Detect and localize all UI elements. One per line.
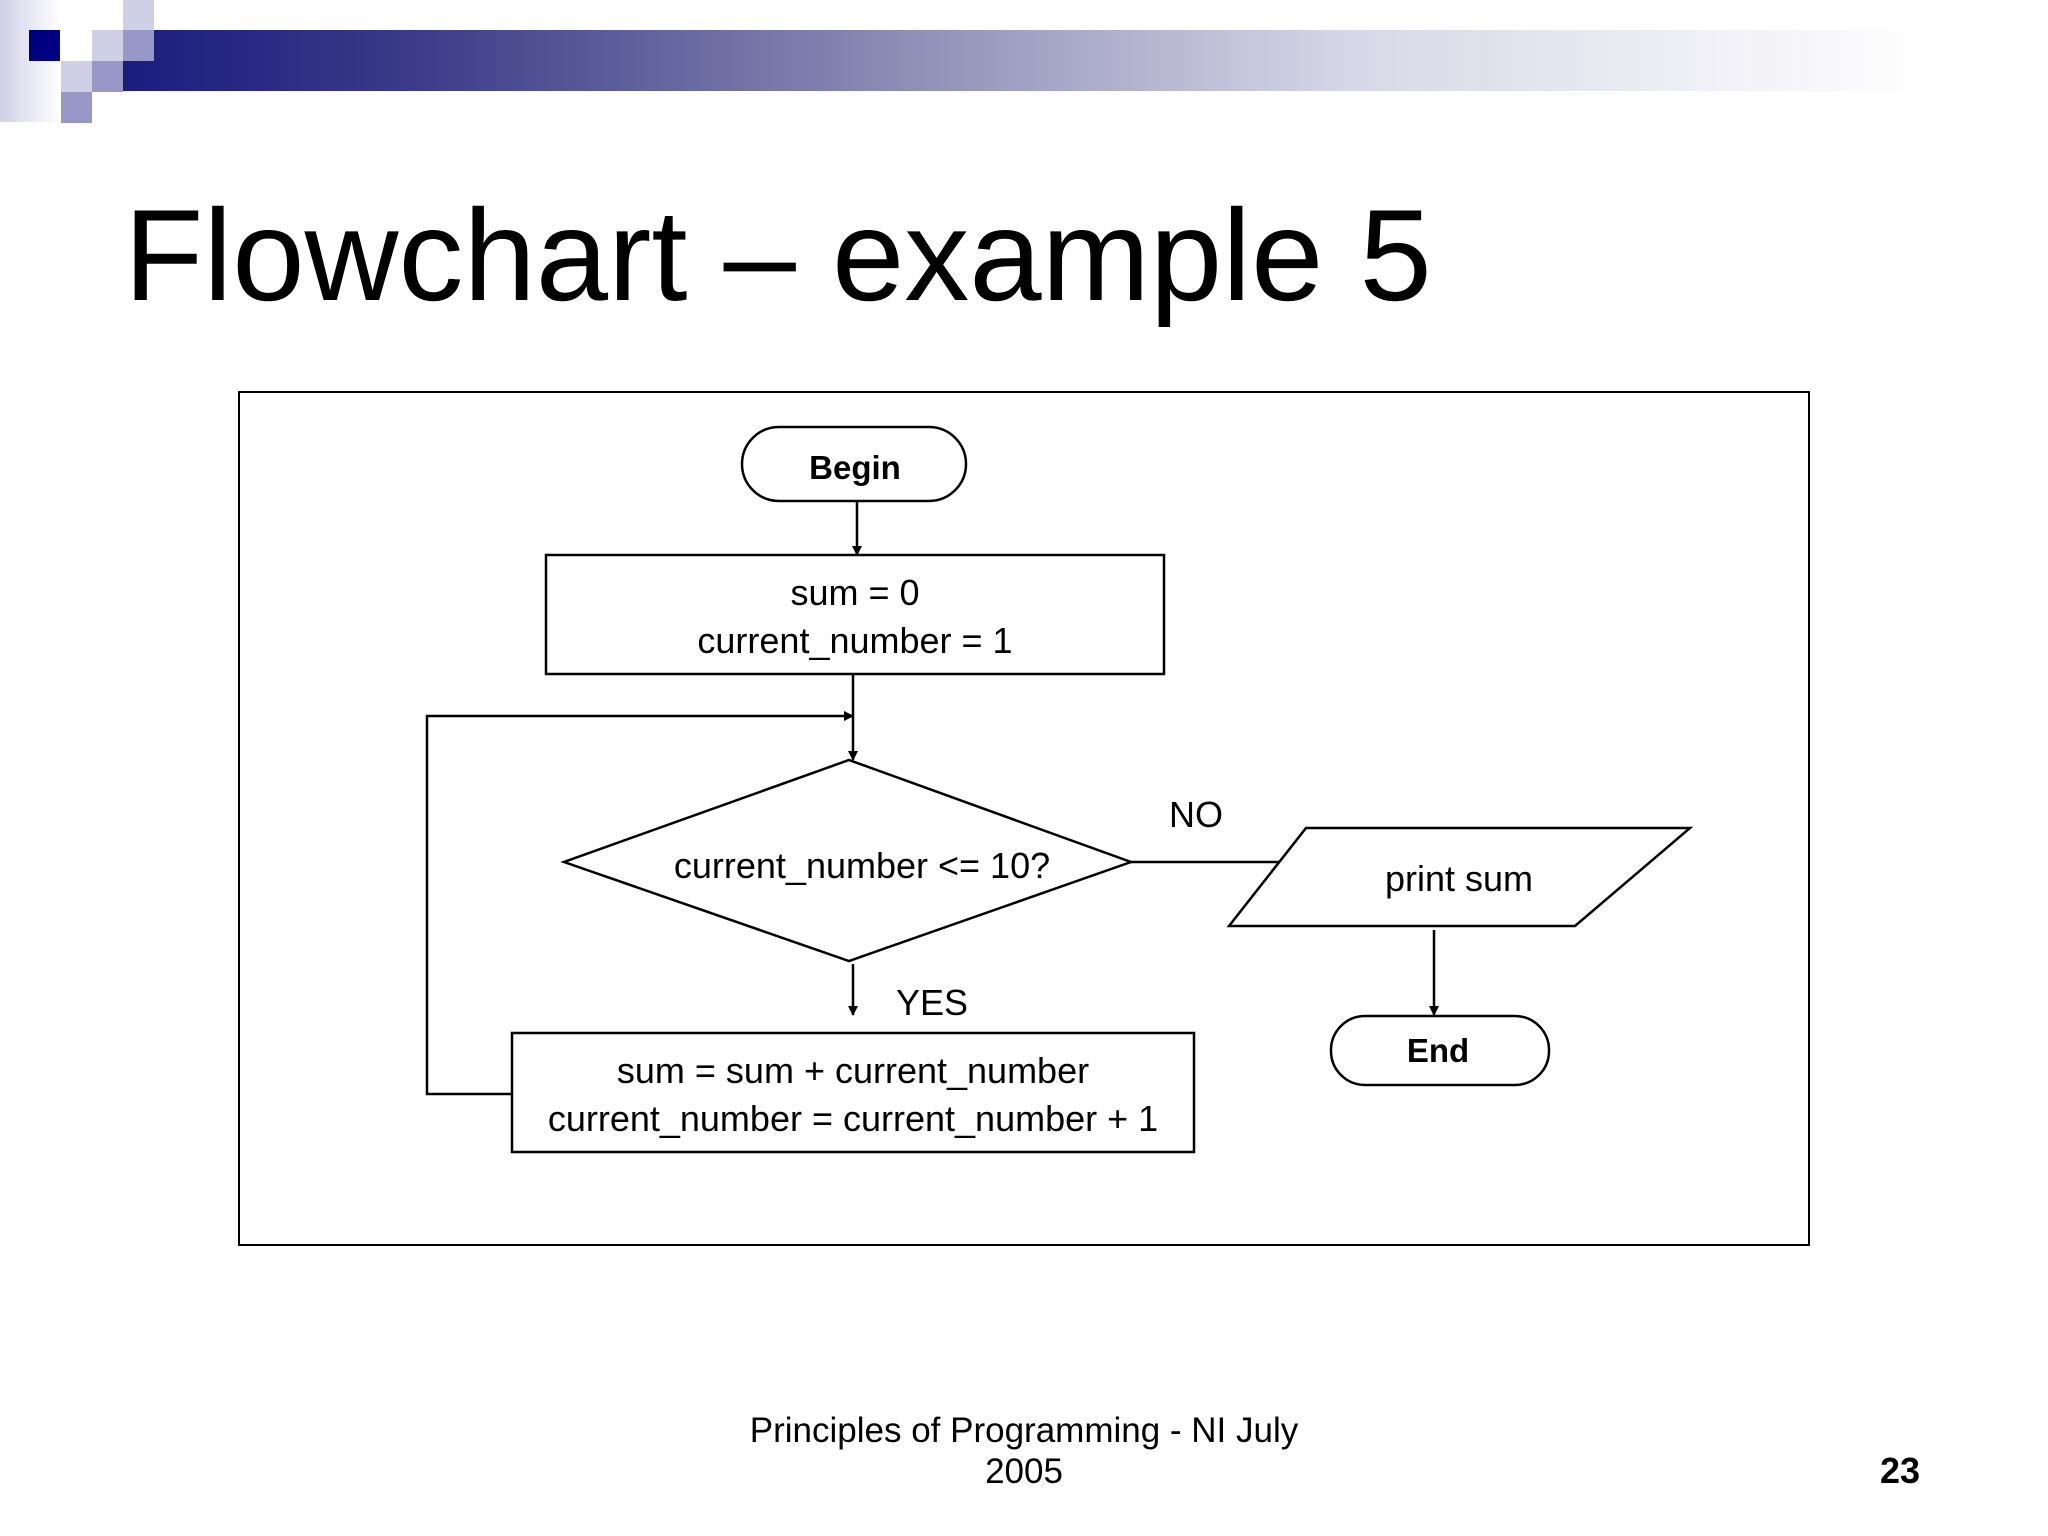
end-label: End	[1407, 1032, 1469, 1069]
decor-square	[92, 61, 123, 92]
decision-label: current_number <= 10?	[674, 845, 1050, 886]
decision-diamond: current_number <= 10?	[560, 758, 1135, 963]
decor-square	[123, 30, 154, 61]
slide-footer: Principles of Programming - NI July 2005	[724, 1410, 1324, 1492]
yes-label: YES	[896, 982, 968, 1023]
decor-square	[0, 0, 61, 122]
output-parallelogram: print sum	[1226, 826, 1694, 928]
decor-square	[61, 92, 92, 123]
decor-square	[29, 30, 60, 61]
body-line2: current_number = current_number + 1	[548, 1098, 1158, 1139]
header-bar	[123, 30, 2023, 91]
page-number: 23	[1880, 1450, 1921, 1491]
footer-line1: Principles of Programming - NI July	[749, 1411, 1299, 1450]
loop-body-process: sum = sum + current_number current_numbe…	[510, 1031, 1196, 1154]
init-line2: current_number = 1	[697, 620, 1012, 661]
decor-square	[123, 0, 154, 31]
decor-square	[61, 61, 92, 92]
end-terminal: End	[1329, 1014, 1551, 1087]
decor-square	[92, 30, 123, 61]
body-line1: sum = sum + current_number	[617, 1050, 1089, 1091]
slide-title: Flowchart – example 5	[124, 182, 1432, 328]
output-label: print sum	[1385, 858, 1533, 899]
diagram-frame	[238, 391, 1810, 1246]
init-line1: sum = 0	[790, 572, 919, 613]
footer-line2: 2005	[985, 1452, 1063, 1491]
init-process: sum = 0 current_number = 1	[544, 553, 1166, 676]
no-label: NO	[1169, 794, 1223, 835]
begin-terminal: Begin	[740, 425, 968, 503]
arrow-loop-back	[425, 711, 854, 1096]
begin-label: Begin	[809, 449, 901, 486]
